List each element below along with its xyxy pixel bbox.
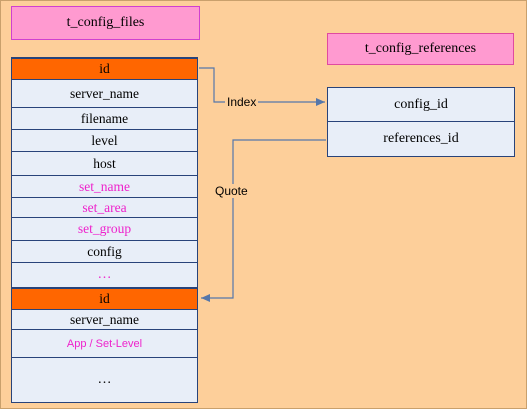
- row-id: id: [12, 58, 197, 80]
- row-server-name: server_name: [12, 80, 197, 108]
- row-id-2: id: [12, 288, 197, 310]
- config-files-title: t_config_files: [11, 6, 200, 40]
- row-set-group: set_group: [12, 218, 197, 241]
- index-edge: [199, 67, 325, 106]
- row-config-id: config_id: [328, 88, 514, 122]
- row-ellipsis-1: …: [12, 263, 197, 288]
- index-edge-label: Index: [225, 95, 259, 109]
- row-set-name: set_name: [12, 176, 197, 198]
- row-set-area: set_area: [12, 198, 197, 218]
- config-references-table: config_id references_id: [327, 87, 515, 157]
- row-filename: filename: [12, 108, 197, 130]
- row-app-set-level: App / Set-Level: [12, 330, 197, 358]
- row-level: level: [12, 130, 197, 152]
- row-server-name-2: server_name: [12, 310, 197, 330]
- row-config: config: [12, 241, 197, 263]
- config-files-table: id server_name filename level host set_n…: [11, 57, 198, 403]
- row-ellipsis-2: …: [12, 358, 197, 402]
- row-host: host: [12, 152, 197, 176]
- quote-edge: [201, 139, 326, 302]
- row-references-id: references_id: [383, 131, 459, 146]
- quote-edge-label: Quote: [213, 184, 250, 198]
- config-references-title: t_config_references: [327, 33, 514, 65]
